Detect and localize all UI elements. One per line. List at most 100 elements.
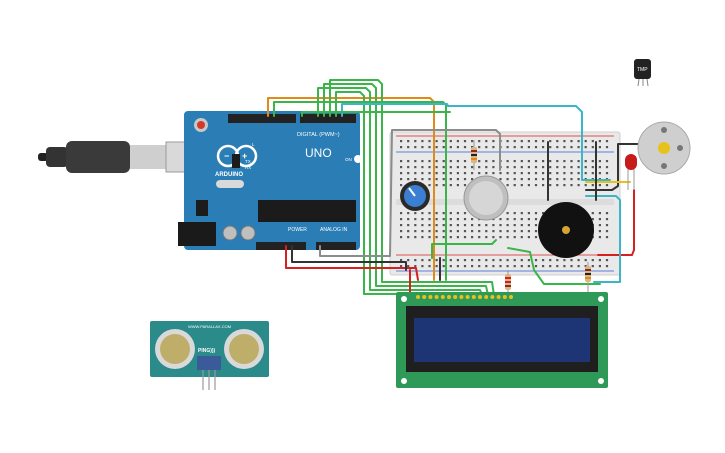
breadboard-hole[interactable] xyxy=(577,184,580,187)
breadboard-hole[interactable] xyxy=(527,166,530,169)
breadboard-hole[interactable] xyxy=(563,172,566,175)
breadboard-hole[interactable] xyxy=(407,178,410,181)
breadboard-hole[interactable] xyxy=(478,166,481,169)
breadboard-hole[interactable] xyxy=(407,212,410,215)
breadboard-hole[interactable] xyxy=(435,140,438,143)
breadboard-hole[interactable] xyxy=(435,146,438,149)
breadboard-hole[interactable] xyxy=(478,224,481,227)
breadboard-hole[interactable] xyxy=(591,218,594,221)
breadboard-hole[interactable] xyxy=(463,236,467,239)
breadboard-hole[interactable] xyxy=(542,184,545,187)
breadboard-hole[interactable] xyxy=(591,146,594,149)
breadboard-hole[interactable] xyxy=(421,236,424,239)
breadboard-hole[interactable] xyxy=(577,160,580,163)
breadboard-hole[interactable] xyxy=(421,224,424,227)
breadboard-hole[interactable] xyxy=(513,166,516,169)
lcd-pin[interactable] xyxy=(496,295,501,299)
breadboard-hole[interactable] xyxy=(563,146,566,149)
arduino-uno[interactable]: DIGITAL (PWM~) − + ARDUINO UNO L TX RX O… xyxy=(178,111,362,250)
breadboard-hole[interactable] xyxy=(527,184,530,187)
breadboard-hole[interactable] xyxy=(542,259,545,262)
breadboard-hole[interactable] xyxy=(506,166,509,169)
breadboard-hole[interactable] xyxy=(556,184,559,187)
breadboard-hole[interactable] xyxy=(492,224,495,227)
breadboard-hole[interactable] xyxy=(542,146,545,149)
breadboard-hole[interactable] xyxy=(414,160,417,163)
breadboard-hole[interactable] xyxy=(520,230,523,233)
breadboard-hole[interactable] xyxy=(598,259,601,262)
breadboard-hole[interactable] xyxy=(520,224,523,227)
lcd-pin[interactable] xyxy=(465,295,470,299)
breadboard-hole[interactable] xyxy=(513,236,516,239)
breadboard-hole[interactable] xyxy=(584,184,587,187)
breadboard-hole[interactable] xyxy=(570,146,573,149)
breadboard-hole[interactable] xyxy=(442,160,445,163)
breadboard-hole[interactable] xyxy=(563,259,566,262)
breadboard-hole[interactable] xyxy=(542,166,545,169)
breadboard-hole[interactable] xyxy=(463,259,467,262)
lcd-pin[interactable] xyxy=(434,295,439,299)
breadboard-hole[interactable] xyxy=(542,265,545,268)
breadboard-hole[interactable] xyxy=(407,265,410,268)
breadboard-hole[interactable] xyxy=(513,172,516,175)
breadboard-hole[interactable] xyxy=(478,160,481,163)
breadboard-hole[interactable] xyxy=(421,218,424,221)
breadboard-hole[interactable] xyxy=(407,146,410,149)
breadboard-hole[interactable] xyxy=(478,172,481,175)
breadboard-hole[interactable] xyxy=(463,140,467,143)
breadboard-hole[interactable] xyxy=(400,146,403,149)
breadboard-hole[interactable] xyxy=(492,166,495,169)
breadboard-hole[interactable] xyxy=(534,178,538,181)
breadboard-hole[interactable] xyxy=(570,140,573,143)
breadboard-hole[interactable] xyxy=(605,212,609,215)
breadboard-hole[interactable] xyxy=(400,236,403,239)
wire-red-motor[interactable] xyxy=(597,189,635,256)
breadboard-hole[interactable] xyxy=(407,140,410,143)
breadboard-hole[interactable] xyxy=(506,212,509,215)
breadboard-hole[interactable] xyxy=(463,230,467,233)
breadboard-hole[interactable] xyxy=(570,259,573,262)
breadboard-hole[interactable] xyxy=(400,184,403,187)
breadboard-hole[interactable] xyxy=(534,236,538,239)
breadboard-hole[interactable] xyxy=(527,140,530,143)
breadboard-hole[interactable] xyxy=(534,218,538,221)
wire-green-4[interactable] xyxy=(329,79,495,296)
breadboard-hole[interactable] xyxy=(499,259,502,262)
breadboard-hole[interactable] xyxy=(428,178,431,181)
breadboard-hole[interactable] xyxy=(421,140,424,143)
breadboard-hole[interactable] xyxy=(534,140,538,143)
breadboard-hole[interactable] xyxy=(442,212,445,215)
breadboard-hole[interactable] xyxy=(449,178,452,181)
breadboard-hole[interactable] xyxy=(598,184,601,187)
breadboard-hole[interactable] xyxy=(605,265,609,268)
breadboard-hole[interactable] xyxy=(478,230,481,233)
resistor-3[interactable] xyxy=(585,262,591,292)
breadboard-hole[interactable] xyxy=(407,259,410,262)
breadboard-hole[interactable] xyxy=(534,166,538,169)
breadboard-hole[interactable] xyxy=(520,166,523,169)
breadboard-hole[interactable] xyxy=(591,172,594,175)
lcd-pin[interactable] xyxy=(453,295,458,299)
breadboard-hole[interactable] xyxy=(577,172,580,175)
breadboard-hole[interactable] xyxy=(542,160,545,163)
breadboard-hole[interactable] xyxy=(428,160,431,163)
breadboard-hole[interactable] xyxy=(449,265,452,268)
breadboard-hole[interactable] xyxy=(414,140,417,143)
breadboard-hole[interactable] xyxy=(492,160,495,163)
breadboard-hole[interactable] xyxy=(407,224,410,227)
wire-green-bb[interactable] xyxy=(431,239,497,259)
breadboard-hole[interactable] xyxy=(428,259,431,262)
breadboard-hole[interactable] xyxy=(499,178,502,181)
breadboard-hole[interactable] xyxy=(428,146,431,149)
breadboard-hole[interactable] xyxy=(485,160,488,163)
breadboard-hole[interactable] xyxy=(456,166,459,169)
breadboard-hole[interactable] xyxy=(456,146,459,149)
breadboard-hole[interactable] xyxy=(449,224,452,227)
breadboard-hole[interactable] xyxy=(435,184,438,187)
breadboard-hole[interactable] xyxy=(506,259,509,262)
breadboard-hole[interactable] xyxy=(584,265,587,268)
breadboard-hole[interactable] xyxy=(513,140,516,143)
breadboard-hole[interactable] xyxy=(400,259,403,262)
breadboard-hole[interactable] xyxy=(442,146,445,149)
breadboard-hole[interactable] xyxy=(534,172,538,175)
